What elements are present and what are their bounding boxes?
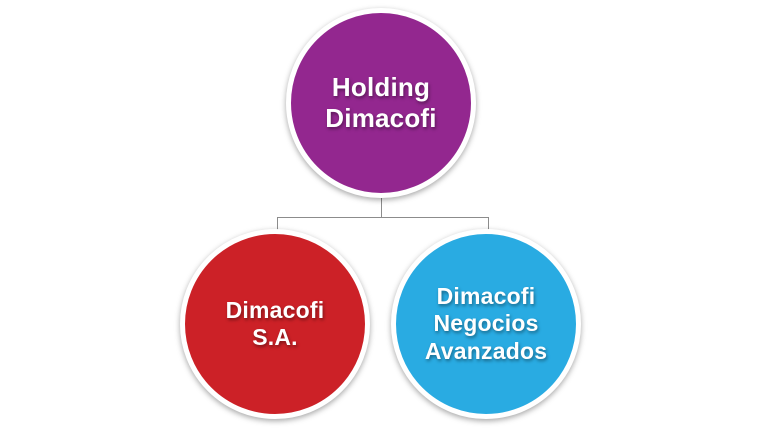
node-holding-dimacofi-label: Holding Dimacofi bbox=[325, 72, 437, 133]
connector-drop-right bbox=[488, 217, 489, 231]
connector-drop-left bbox=[277, 217, 278, 231]
node-dimacofi-sa: Dimacofi S.A. bbox=[180, 229, 370, 419]
node-dimacofi-negocios-avanzados-label: Dimacofi Negocios Avanzados bbox=[424, 283, 548, 364]
connector-stem bbox=[381, 198, 382, 217]
connector-horizontal bbox=[277, 217, 489, 218]
node-dimacofi-sa-label: Dimacofi S.A. bbox=[225, 296, 325, 350]
node-holding-dimacofi: Holding Dimacofi bbox=[286, 8, 476, 198]
node-dimacofi-negocios-avanzados: Dimacofi Negocios Avanzados bbox=[391, 229, 581, 419]
